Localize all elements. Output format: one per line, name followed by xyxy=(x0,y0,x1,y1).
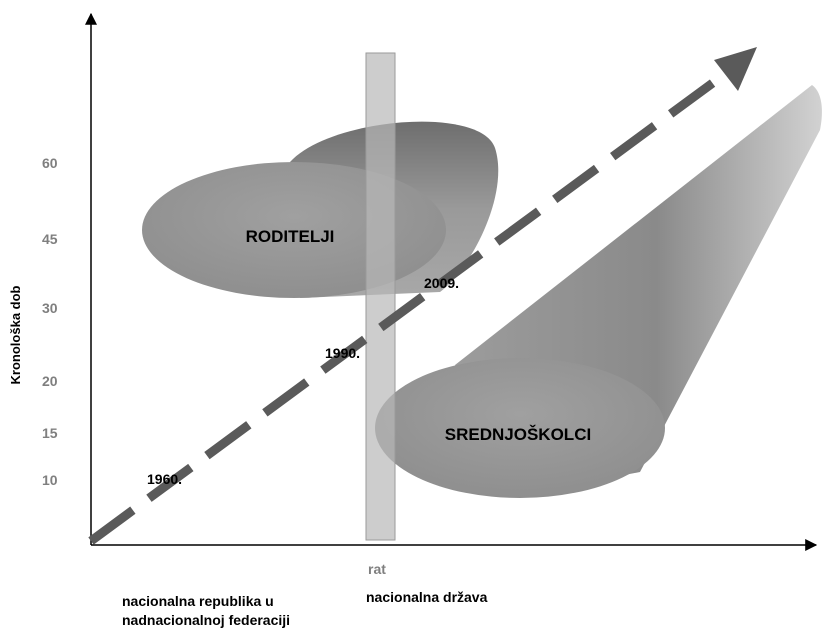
y-tick-20: 20 xyxy=(42,373,58,389)
timeline-arrow-shaft xyxy=(88,64,736,545)
year-2009: 2009. xyxy=(424,275,459,291)
y-tick-60: 60 xyxy=(42,155,58,171)
x-label-left-line2: nadnacionalnoj federaciji xyxy=(122,612,290,628)
parents-cone xyxy=(142,121,499,299)
x-label-left-line1: nacionalna republika u xyxy=(122,593,274,609)
year-1990: 1990. xyxy=(325,345,360,361)
timeline-arrow-head xyxy=(714,47,757,91)
students-ellipse xyxy=(375,358,665,498)
parents-label: RODITELJI xyxy=(246,227,335,246)
x-label-right: nacionalna država xyxy=(366,589,488,605)
year-1960: 1960. xyxy=(147,471,182,487)
y-tick-45: 45 xyxy=(42,231,58,247)
y-tick-30: 30 xyxy=(42,300,58,316)
war-label: rat xyxy=(368,561,386,577)
war-band xyxy=(365,52,396,541)
y-axis-title: Kronološka dob xyxy=(8,285,23,384)
students-cone xyxy=(375,85,822,498)
y-tick-15: 15 xyxy=(42,425,58,441)
y-tick-10: 10 xyxy=(42,472,58,488)
students-label: SREDNJOŠKOLCI xyxy=(445,425,591,444)
